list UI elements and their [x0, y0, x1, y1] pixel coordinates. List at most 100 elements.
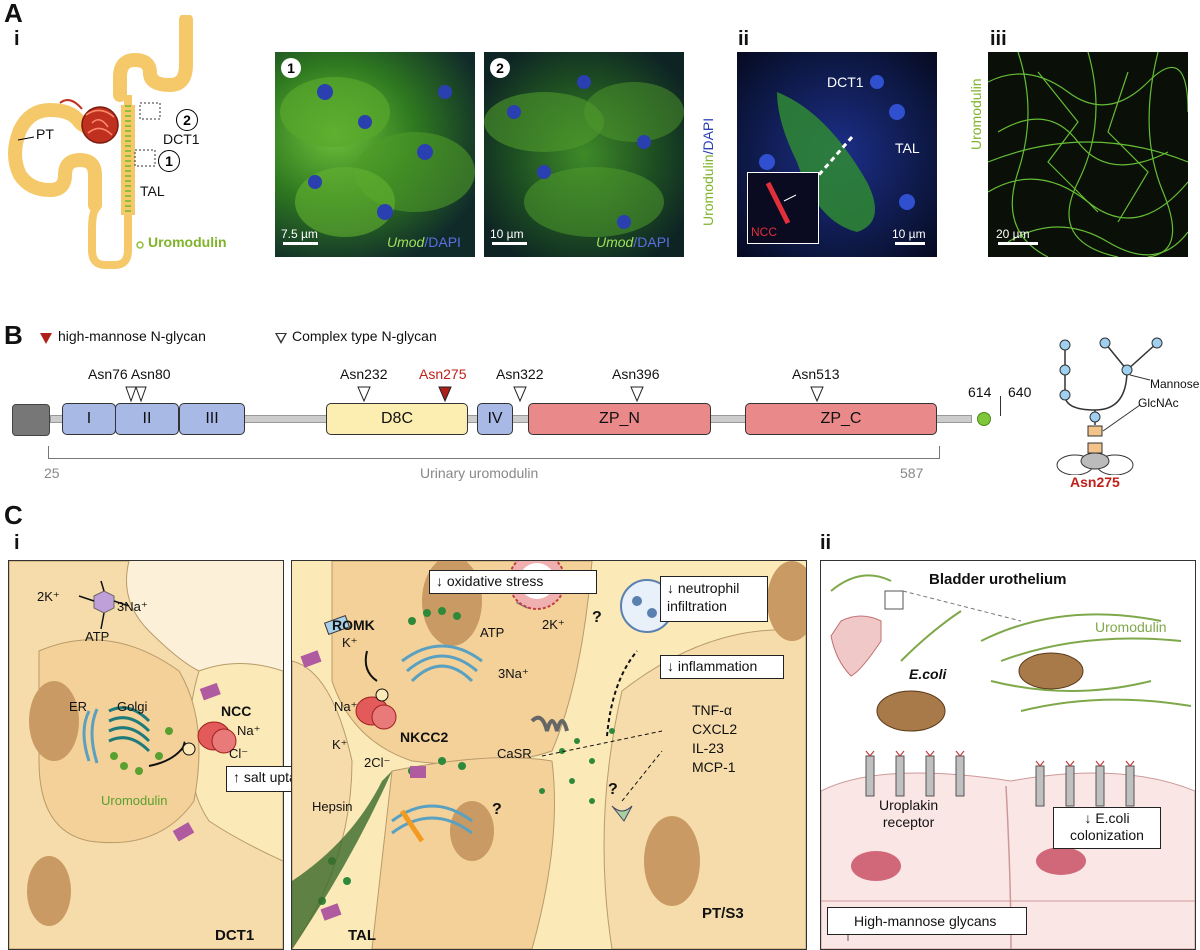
site-asn322: Asn322 — [496, 366, 544, 382]
domain-d8c: D8C — [326, 403, 468, 435]
micro2-scale: 10 µm — [490, 227, 524, 241]
panel-c-i-label: i — [14, 532, 20, 554]
micro2-num: 2 — [490, 58, 510, 78]
tal-k2b: 2K⁺ — [542, 617, 565, 632]
tal-cell-label: TAL — [348, 927, 377, 944]
micro2-scalebar — [492, 242, 527, 245]
nephron-diagram — [8, 15, 193, 269]
domain-zp-c: ZP_C — [745, 403, 937, 435]
site-asn396-icon — [630, 386, 644, 403]
micro1-num: 1 — [281, 58, 301, 78]
dct-na3: 3Na⁺ — [117, 599, 148, 614]
site-asn76-80-icons — [125, 386, 147, 403]
label-pt: PT — [36, 126, 54, 142]
bladder-title: Bladder urothelium — [929, 571, 1067, 588]
signal-peptide — [12, 404, 50, 436]
gpi-anchor-dot — [977, 412, 991, 426]
tal-na: Na⁺ — [334, 699, 358, 714]
micro2-caption: Umod/DAPI — [596, 234, 670, 250]
tal-romk: ROMK — [332, 617, 375, 633]
pos-640: 640 — [1008, 384, 1032, 400]
circle-1: 1 — [158, 150, 180, 172]
colonization-box: ↓ E.coli colonization — [1053, 807, 1161, 849]
dct-er: ER — [69, 699, 88, 714]
tal-cl2: 2Cl⁻ — [364, 755, 391, 770]
micro3-ncc: NCC — [751, 225, 777, 239]
tal-na3: 3Na⁺ — [498, 666, 529, 681]
cytokine-mcp1: MCP-1 — [692, 759, 736, 775]
glycan-structure — [1056, 337, 1163, 475]
micro3-scale: 10 µm — [892, 227, 926, 241]
cytokine-cxcl2: CXCL2 — [692, 721, 738, 737]
glycan-asn275: Asn275 — [1070, 474, 1120, 490]
neutrophil-line2: infiltration — [667, 598, 727, 614]
legend-high-mannose-icon — [40, 333, 52, 344]
tal-k: K⁺ — [342, 635, 358, 650]
glycan-glcnac: GlcNAc — [1138, 396, 1179, 410]
legend-complex: Complex type N-glycan — [292, 328, 437, 344]
dct1-frame: 2K⁺ 3Na⁺ ATP ER Golgi NCC Na⁺ Cl⁻ Uromod… — [8, 560, 284, 950]
micrograph-3: NCC DCT1 TAL 10 µm — [737, 52, 937, 257]
micro3-side-label: Uromodulin/DAPI — [700, 117, 716, 226]
label-uromodulin: Uromodulin — [148, 234, 227, 250]
glycan-legend-box: High-mannose glycans — [827, 907, 1027, 935]
micro1-scale: 7.5 µm — [281, 227, 318, 241]
tal-question-3: ? — [608, 781, 618, 798]
micro3-scalebar — [895, 242, 925, 245]
micrograph-2: 2 10 µm Umod/DAPI — [484, 52, 684, 257]
site-asn513-icon — [810, 386, 824, 403]
pos-25: 25 — [44, 465, 60, 481]
micro1-caption: Umod/DAPI — [387, 234, 461, 250]
panel-a-i-label: i — [14, 28, 20, 50]
tal-hepsin: Hepsin — [312, 799, 353, 814]
uroplakin-line2: receptor — [882, 814, 935, 830]
cytokine-tnf: TNF-α — [692, 702, 732, 718]
urinary-bracket — [48, 446, 940, 459]
label-dct1: DCT1 — [163, 131, 200, 147]
colonization-line1: ↓ E.coli — [1084, 810, 1130, 826]
micro3-tal: TAL — [895, 140, 920, 156]
tal-question-2: ? — [492, 801, 502, 818]
urinary-label: Urinary uromodulin — [420, 465, 539, 481]
tal-nkcc2: NKCC2 — [400, 729, 449, 745]
micro4-scalebar — [998, 242, 1038, 245]
oxidative-stress-box: ↓ oxidative stress — [429, 570, 597, 594]
glycan-legend-text: High-mannose glycans — [854, 913, 997, 929]
bladder-ecoli: E.coli — [909, 666, 947, 682]
dct-uromodulin: Uromodulin — [101, 793, 168, 808]
domain-ii: II — [115, 403, 179, 435]
uroplakin-receptor: Uroplakin receptor — [879, 797, 938, 831]
domain-iii: III — [179, 403, 245, 435]
tal-atp: ATP — [480, 625, 505, 640]
micro3-dct1: DCT1 — [827, 74, 864, 90]
micrograph-4: 20 µm — [988, 52, 1188, 257]
micro3-inset: NCC — [747, 172, 819, 244]
bladder-uromodulin: Uromodulin — [1095, 619, 1167, 635]
dct-cell-label: DCT1 — [215, 927, 255, 944]
dct-golgi: Golgi — [117, 699, 148, 714]
site-asn322-icon — [513, 386, 527, 403]
inflammation-box: ↓ inflammation — [660, 655, 784, 679]
micro4-side-label: Uromodulin — [968, 78, 984, 150]
glycan-mannose: Mannose — [1150, 377, 1200, 391]
site-asn232-icon — [357, 386, 371, 403]
micrograph-1: 1 7.5 µm Umod/DAPI — [275, 52, 475, 257]
panel-c-ii-label: ii — [820, 532, 832, 554]
label-tal: TAL — [140, 183, 165, 199]
panel-b-letter: B — [4, 320, 23, 350]
dct-atp: ATP — [85, 629, 110, 644]
panel-a-letter: A — [4, 0, 23, 28]
micro4-scale: 20 µm — [996, 227, 1030, 241]
dct-cl: Cl⁻ — [229, 746, 249, 761]
colonization-line2: colonization — [1070, 827, 1144, 843]
site-asn396: Asn396 — [612, 366, 660, 382]
neutrophil-line1: ↓ neutrophil — [667, 580, 740, 596]
cytokine-il23: IL-23 — [692, 740, 724, 756]
site-asn275-icon — [438, 386, 452, 403]
dct-na: Na⁺ — [237, 723, 261, 738]
panel-a-ii-label: ii — [738, 28, 750, 50]
site-asn513: Asn513 — [792, 366, 840, 382]
panel-a-iii-label: iii — [990, 28, 1007, 50]
site-asn232: Asn232 — [340, 366, 388, 382]
panel-c-letter: C — [4, 500, 23, 530]
